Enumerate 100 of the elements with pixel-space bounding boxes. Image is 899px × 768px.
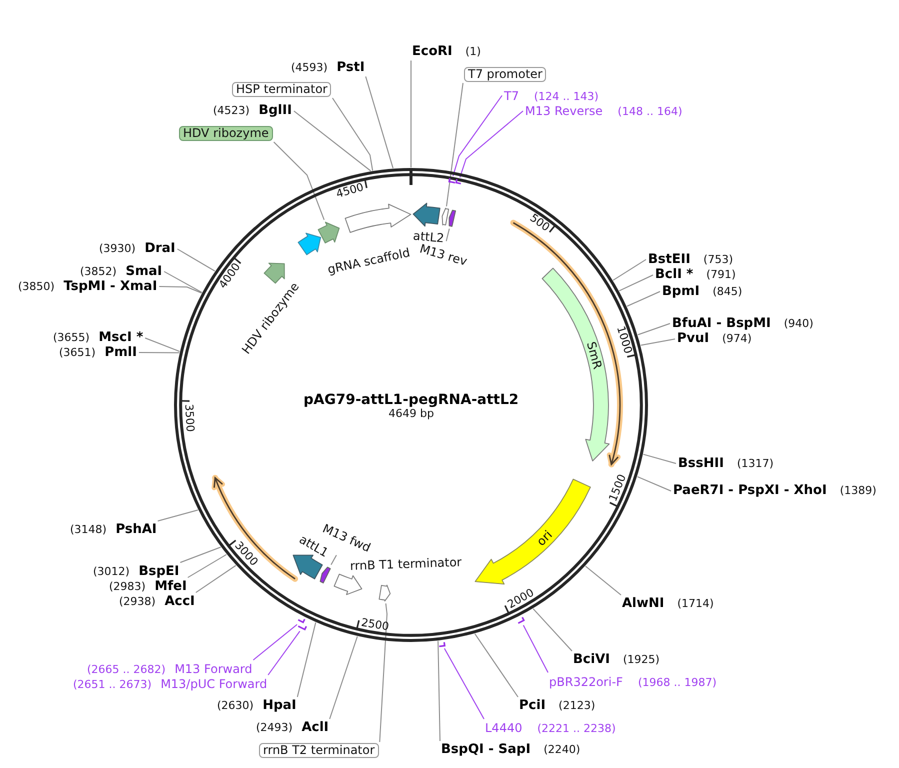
enzyme-name: PmlI xyxy=(104,344,137,360)
enzyme-name: AlwNI xyxy=(622,596,664,612)
position-number: (2665 .. 2682) xyxy=(87,662,166,678)
plasmid-length: 4649 bp xyxy=(388,408,434,420)
leader-line xyxy=(410,60,412,168)
primer-name: pBR322ori-F xyxy=(549,674,623,690)
feature-label: gRNA scaffold xyxy=(326,246,412,276)
position-number: (124 .. 143) xyxy=(534,88,599,104)
enzyme-name: BglII xyxy=(258,103,292,119)
leader-line xyxy=(293,110,372,172)
position-number: (3651) xyxy=(59,344,96,360)
leader-line xyxy=(144,338,180,352)
leader-line xyxy=(446,228,450,242)
feature-label: ori xyxy=(534,528,555,550)
leader-line xyxy=(164,271,202,293)
feature-tag: HSP terminator xyxy=(232,82,332,97)
feature-label: rrnB T1 terminator xyxy=(350,556,462,572)
leader-line xyxy=(444,648,484,720)
leader-line xyxy=(618,274,654,292)
feature-tag: rrnB T2 terminator xyxy=(259,743,379,758)
position-number: (2630) xyxy=(217,698,254,714)
position-number: (1317) xyxy=(736,456,774,472)
position-number: (2493) xyxy=(256,720,293,736)
position-number: (1389) xyxy=(840,483,876,499)
leader-line xyxy=(522,624,548,673)
enzyme-name: AclI xyxy=(302,720,329,736)
enzyme-name: BstEII xyxy=(648,252,690,268)
leader-line xyxy=(379,602,388,742)
position-number: (2123) xyxy=(558,698,596,714)
enzyme-name: HpaI xyxy=(262,698,296,714)
position-number: (3850) xyxy=(18,278,55,294)
leader-line xyxy=(640,338,676,346)
feature-tag: HDV ribozyme xyxy=(179,126,273,141)
position-number: (1) xyxy=(465,44,481,60)
position-number: (791) xyxy=(706,267,736,283)
leader-line xyxy=(296,622,316,698)
primer-name: T7 xyxy=(504,88,519,104)
leader-line xyxy=(329,636,358,720)
enzyme-name: PaeR7I - PspXI - XhoI xyxy=(673,483,827,499)
leader-line xyxy=(636,476,672,492)
position-number: (3012) xyxy=(93,564,130,580)
enzyme-name: BssHII xyxy=(678,456,724,472)
leader-line xyxy=(252,624,298,660)
enzyme-name: DraI xyxy=(144,241,176,257)
feature-label: attL2 xyxy=(412,229,444,245)
position-number: (1925) xyxy=(622,652,660,668)
tick-label: 1000 xyxy=(614,325,634,356)
leader-line xyxy=(584,566,622,596)
leader-line xyxy=(642,454,676,464)
leader-line xyxy=(273,142,325,220)
leader-line xyxy=(474,633,518,698)
tick-label: 4500 xyxy=(334,181,366,201)
enzyme-name: AccI xyxy=(164,594,195,610)
leader-line xyxy=(180,546,222,563)
leader-line xyxy=(637,323,670,336)
enzyme-name: BspEI xyxy=(138,564,180,580)
position-number: (753) xyxy=(703,252,734,268)
enzyme-name: BclI * xyxy=(655,267,694,283)
leader-line xyxy=(332,98,374,172)
primer-name: L4440 xyxy=(485,720,522,736)
tick-label: 3500 xyxy=(182,404,196,432)
leader-line xyxy=(365,76,394,169)
primer-name: M13/pUC Forward xyxy=(160,676,268,692)
position-number: (3930) xyxy=(99,241,136,257)
feature-tag: T7 promoter xyxy=(464,67,546,82)
leader-line xyxy=(612,259,646,281)
leader-line xyxy=(452,95,502,177)
enzyme-name: SmaI xyxy=(126,264,162,280)
position-number: (3148) xyxy=(70,522,107,538)
feature-label: M13 rev xyxy=(418,242,468,268)
enzyme-name: PshAI xyxy=(116,522,157,538)
enzyme-name: PciI xyxy=(519,698,546,714)
leader-line xyxy=(157,509,198,522)
leader-line xyxy=(438,640,440,742)
enzyme-name: PstI xyxy=(336,60,365,76)
leader-line xyxy=(459,110,524,178)
enzyme-name: PvuI xyxy=(677,331,710,347)
position-number: (974) xyxy=(722,331,752,347)
enzyme-name: MscI * xyxy=(98,330,144,346)
position-number: (1714) xyxy=(677,596,714,612)
primer-name: M13 Reverse xyxy=(525,103,603,119)
leader-line xyxy=(195,564,236,593)
position-number: (845) xyxy=(712,284,742,300)
leader-line xyxy=(158,286,202,294)
leader-line xyxy=(176,248,216,272)
position-number: (2651 .. 2673) xyxy=(73,677,152,693)
enzyme-name: EcoRI xyxy=(412,44,452,60)
leader-line xyxy=(446,82,464,207)
leader-line xyxy=(138,352,180,354)
position-number: (2983) xyxy=(109,578,146,594)
leader-line xyxy=(532,608,572,652)
position-number: (148 .. 164) xyxy=(618,104,682,120)
position-number: (4593) xyxy=(291,60,328,76)
position-number: (2938) xyxy=(119,594,156,610)
position-number: (4523) xyxy=(213,103,250,119)
position-number: (2221 .. 2238) xyxy=(537,721,616,737)
plasmid-name: pAG79-attL1-pegRNA-attL2 xyxy=(304,392,519,408)
enzyme-name: MfeI xyxy=(154,578,187,594)
position-number: (3655) xyxy=(53,330,90,346)
position-number: (3852) xyxy=(80,264,117,280)
